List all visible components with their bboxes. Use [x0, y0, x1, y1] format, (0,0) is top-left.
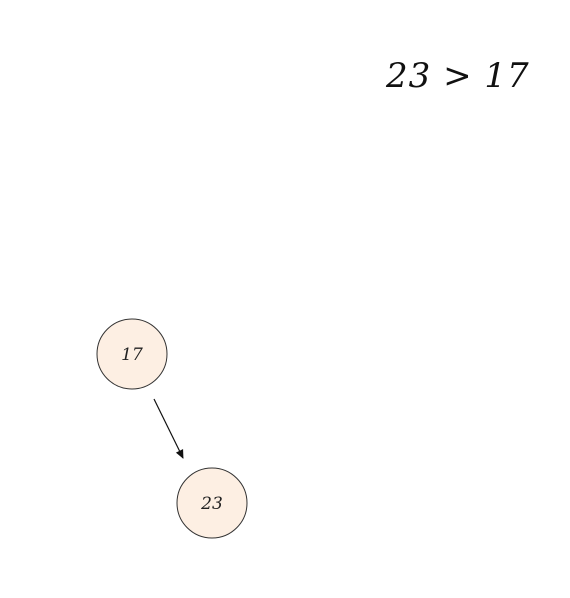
comparison-text: 23 > 17: [386, 56, 530, 96]
node-circle: [176, 467, 248, 539]
node-circle: [96, 318, 168, 390]
tree-node-right-child: 23: [176, 467, 248, 539]
edge-root-to-right-child: [153, 398, 184, 459]
tree-node-root: 17: [96, 318, 168, 390]
node-label: 23: [200, 494, 223, 514]
node-label: 17: [121, 345, 143, 365]
